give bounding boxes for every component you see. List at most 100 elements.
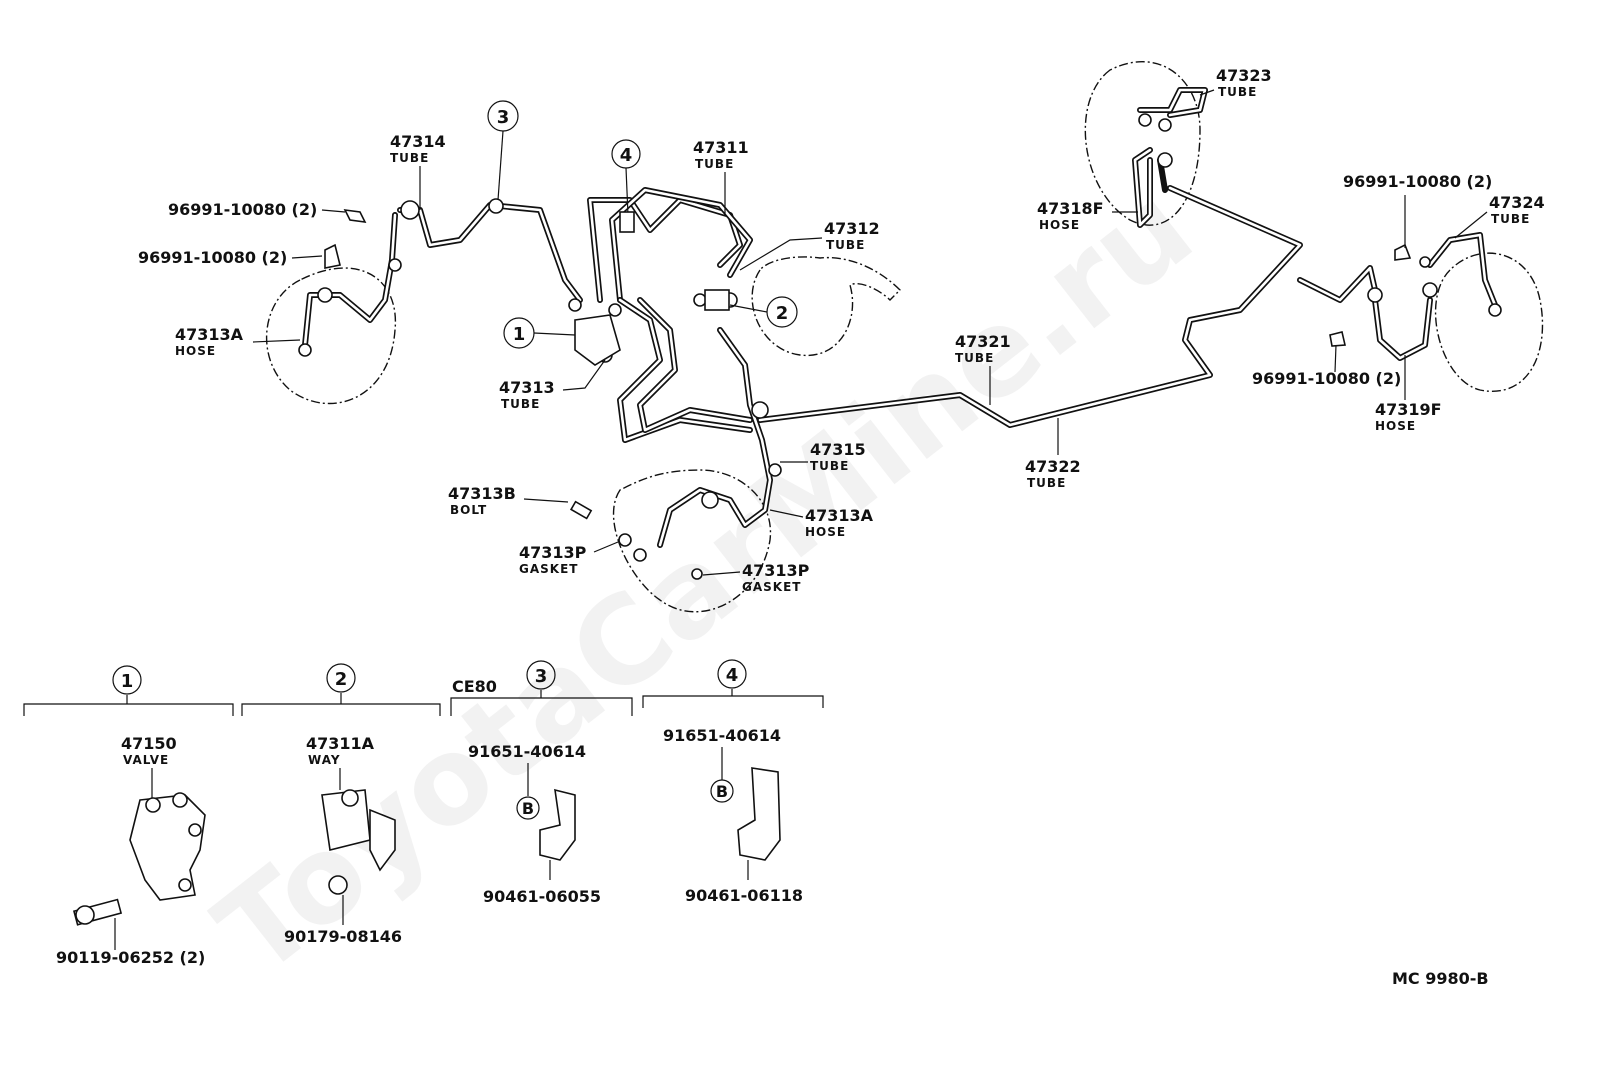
master-cylinder-outline (751, 256, 901, 357)
callout-4: 4 (611, 139, 641, 233)
label-47312: 47312 TUBE (739, 219, 880, 271)
label-47313p-right: 47313P GASKET (702, 561, 810, 594)
svg-text:90179-08146: 90179-08146 (284, 927, 402, 946)
label-47319f: 47319F HOSE (1375, 355, 1442, 433)
detail-valve-47150: 47150 VALVE 90119-06252 (2) (56, 734, 206, 967)
svg-text:WAY: WAY (308, 753, 341, 767)
drum-outlines (265, 61, 1544, 613)
svg-text:4: 4 (620, 145, 633, 166)
label-47311: 47311 TUBE (693, 138, 749, 215)
callout-3: 3 (487, 100, 519, 201)
svg-text:47150: 47150 (121, 734, 177, 753)
svg-text:47315: 47315 (810, 440, 866, 459)
svg-text:B: B (716, 782, 728, 801)
svg-text:1: 1 (513, 324, 526, 345)
svg-text:TUBE: TUBE (955, 351, 994, 365)
detail-clamp-3: 91651-40614 B 90461-06055 (468, 742, 601, 906)
svg-text:47313P: 47313P (519, 543, 587, 562)
rear-left-drum (1084, 61, 1201, 226)
label-47313b: 47313B BOLT (448, 484, 569, 517)
svg-text:47311A: 47311A (306, 734, 375, 753)
label-47318f: 47318F HOSE (1037, 199, 1138, 232)
svg-text:TUBE: TUBE (695, 157, 734, 171)
svg-text:1: 1 (121, 671, 134, 692)
label-47313p-left: 47313P GASKET (519, 541, 619, 576)
label-47322: 47322 TUBE (1025, 418, 1081, 490)
detail-callout-1: 1 (112, 665, 142, 695)
svg-text:47311: 47311 (693, 138, 749, 157)
svg-text:90461-06118: 90461-06118 (685, 886, 803, 905)
svg-text:B: B (522, 799, 534, 818)
svg-text:HOSE: HOSE (175, 344, 216, 358)
hose-47313a-left (302, 212, 398, 348)
svg-text:TUBE: TUBE (810, 459, 849, 473)
callout-2: 2 (729, 296, 798, 328)
svg-text:96991-10080 (2): 96991-10080 (2) (168, 200, 317, 219)
label-96991-c: 96991-10080 (2) (1343, 172, 1492, 248)
svg-text:GASKET: GASKET (519, 562, 578, 576)
svg-text:2: 2 (776, 303, 789, 324)
svg-text:47318F: 47318F (1037, 199, 1104, 218)
label-47313a-right: 47313A HOSE (769, 506, 874, 539)
detail-callout-3: 3 (526, 660, 556, 690)
svg-text:TUBE: TUBE (1027, 476, 1066, 490)
rear-right-drum (1434, 252, 1544, 392)
fittings (298, 113, 1502, 580)
detail-callout-2: 2 (326, 663, 356, 693)
svg-text:HOSE: HOSE (805, 525, 846, 539)
svg-text:47314: 47314 (390, 132, 446, 151)
label-47313a-left: 47313A HOSE (175, 325, 301, 358)
label-96991-b: 96991-10080 (2) (138, 248, 323, 267)
label-47321: 47321 TUBE (955, 332, 1011, 405)
label-47324: 47324 TUBE (1454, 193, 1545, 239)
svg-text:47323: 47323 (1216, 66, 1272, 85)
detail-brackets (23, 689, 824, 716)
svg-text:96991-10080 (2): 96991-10080 (2) (1252, 369, 1401, 388)
svg-text:47312: 47312 (824, 219, 880, 238)
svg-text:91651-40614: 91651-40614 (468, 742, 586, 761)
svg-text:96991-10080 (2): 96991-10080 (2) (1343, 172, 1492, 191)
detail-clamp-4: 91651-40614 B 90461-06118 (663, 726, 803, 905)
svg-text:2: 2 (335, 669, 348, 690)
front-right-drum (612, 469, 772, 613)
label-96991-d: 96991-10080 (2) (1252, 344, 1401, 388)
svg-text:3: 3 (535, 666, 548, 687)
svg-text:47313A: 47313A (175, 325, 244, 344)
tube-47314 (397, 202, 583, 303)
svg-text:91651-40614: 91651-40614 (663, 726, 781, 745)
svg-text:90119-06252 (2): 90119-06252 (2) (56, 948, 205, 967)
label-47314: 47314 TUBE (390, 132, 446, 210)
label-47313: 47313 TUBE (499, 359, 606, 411)
detail-callout-4: 4 (717, 659, 747, 689)
svg-text:47313: 47313 (499, 378, 555, 397)
svg-text:47324: 47324 (1489, 193, 1545, 212)
label-96991-a: 96991-10080 (2) (168, 200, 346, 219)
svg-text:TUBE: TUBE (1218, 85, 1257, 99)
svg-text:HOSE: HOSE (1375, 419, 1416, 433)
svg-text:47313B: 47313B (448, 484, 516, 503)
brake-lines (302, 87, 1498, 548)
svg-text:VALVE: VALVE (123, 753, 169, 767)
svg-text:47322: 47322 (1025, 457, 1081, 476)
front-left-drum (265, 267, 397, 405)
callout-1: 1 (503, 317, 576, 349)
tube-47324 (1427, 232, 1498, 308)
hose-47319f (1372, 297, 1433, 361)
detail-way-47311a: 47311A WAY 90179-08146 (284, 734, 402, 946)
svg-text:47321: 47321 (955, 332, 1011, 351)
svg-text:HOSE: HOSE (1039, 218, 1080, 232)
svg-text:90461-06055: 90461-06055 (483, 887, 601, 906)
svg-text:47319F: 47319F (1375, 400, 1442, 419)
svg-text:47313A: 47313A (805, 506, 874, 525)
svg-text:TUBE: TUBE (390, 151, 429, 165)
svg-text:TUBE: TUBE (826, 238, 865, 252)
svg-text:BOLT: BOLT (450, 503, 487, 517)
svg-text:4: 4 (726, 665, 739, 686)
svg-text:GASKET: GASKET (742, 580, 801, 594)
watermark: ToyotaCarMine.ru (192, 159, 1218, 1003)
label-47315: 47315 TUBE (780, 440, 866, 473)
variant-label: CE80 (452, 677, 497, 696)
svg-text:47313P: 47313P (742, 561, 810, 580)
svg-text:96991-10080 (2): 96991-10080 (2) (138, 248, 287, 267)
